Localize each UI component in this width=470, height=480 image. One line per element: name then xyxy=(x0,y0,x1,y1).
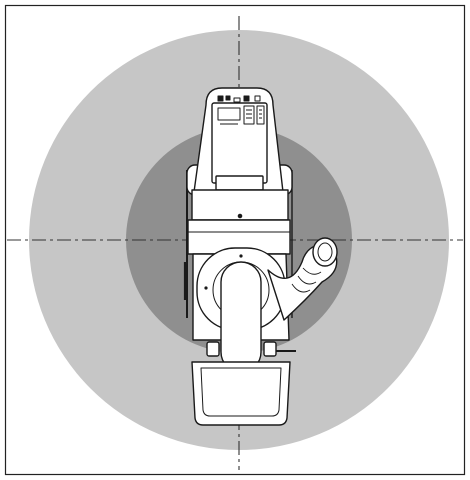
control-panel-lower xyxy=(215,175,264,191)
boom-arm xyxy=(220,261,262,373)
machine-top-view xyxy=(183,87,338,426)
rear-left-connector xyxy=(206,341,220,357)
center-bolt xyxy=(237,213,243,219)
rear-right-connector xyxy=(263,341,277,357)
rear-tray xyxy=(191,361,291,426)
diagram-border xyxy=(4,4,466,476)
rear-tray-inner xyxy=(200,367,282,417)
control-panel-details xyxy=(217,95,265,125)
duct-outlet-inner xyxy=(317,242,333,262)
duct-outlet xyxy=(312,237,338,267)
duct-ribs xyxy=(291,267,322,293)
